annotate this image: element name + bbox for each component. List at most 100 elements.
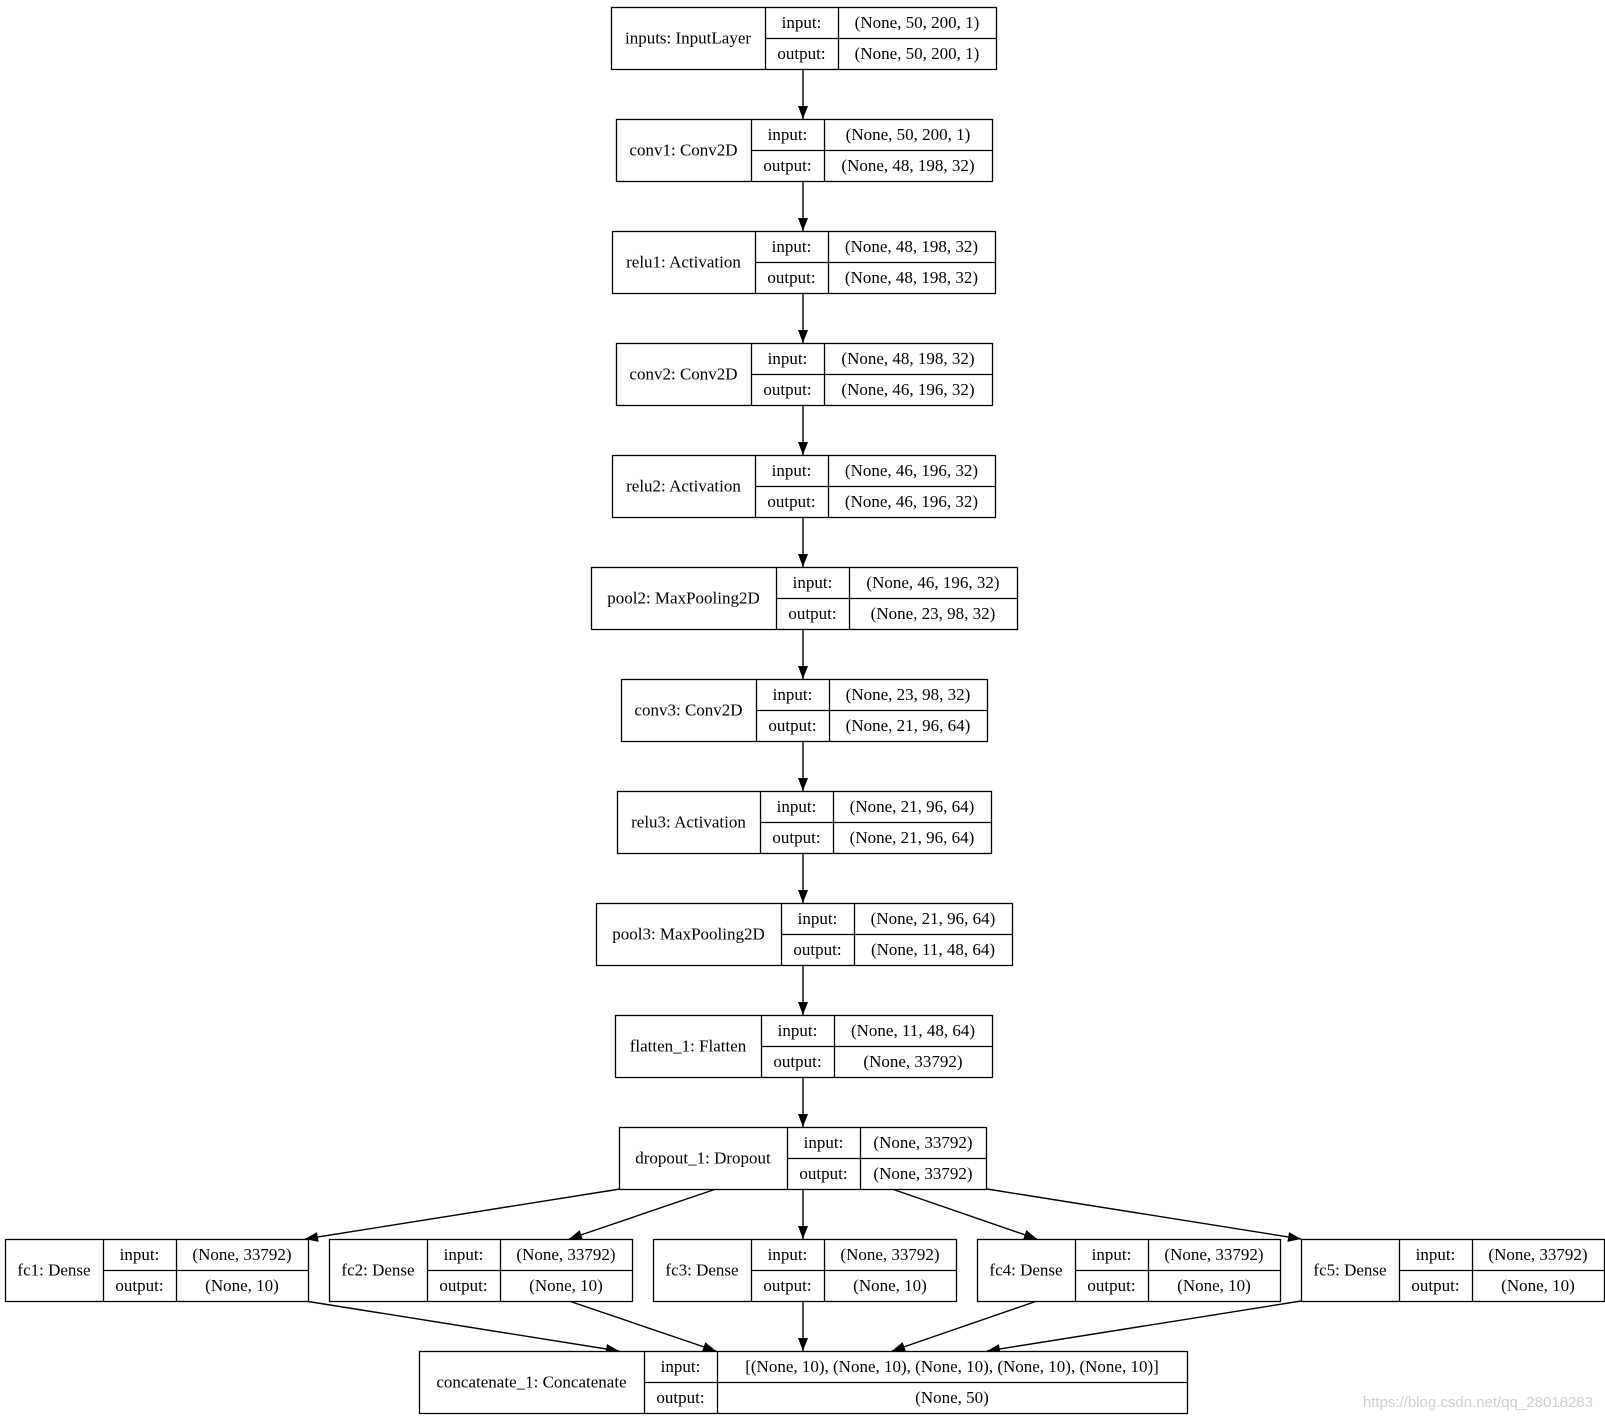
input-label: input:: [772, 461, 812, 480]
output-shape: (None, 23, 98, 32): [871, 604, 996, 623]
input-shape: [(None, 10), (None, 10), (None, 10), (No…: [745, 1357, 1159, 1376]
layer-node-fc1: fc1: Dense input: output: (None, 33792) (Non…: [4, 1238, 310, 1303]
layer-name: relu2: Activation: [626, 477, 741, 496]
input-label: input:: [444, 1245, 484, 1264]
output-label: output:: [767, 492, 815, 511]
input-shape: (None, 50, 200, 1): [855, 13, 980, 32]
input-label: input:: [798, 909, 838, 928]
output-shape: (None, 11, 48, 64): [871, 940, 995, 959]
output-shape: (None, 48, 198, 32): [841, 156, 974, 175]
watermark: https://blog.csdn.net/qq_28018283: [1362, 1394, 1593, 1411]
output-label: output:: [777, 44, 825, 63]
input-label: input:: [768, 349, 808, 368]
input-shape: (None, 33792): [1164, 1245, 1263, 1264]
layer-name: pool3: MaxPooling2D: [612, 925, 765, 944]
layer-name: fc1: Dense: [17, 1261, 90, 1280]
output-label: output:: [767, 268, 815, 287]
edge-dropout_1-to-fc4: [891, 1188, 1038, 1240]
layer-name: fc5: Dense: [1313, 1261, 1386, 1280]
layer-node-concatenate_1: concatenate_1: Concatenate input: output: […: [418, 1350, 1189, 1415]
input-label: input:: [661, 1357, 701, 1376]
layer-node-conv2: conv2: Conv2D input: output: (None, 48, 198…: [615, 342, 994, 407]
output-label: output:: [763, 1276, 811, 1295]
input-label: input:: [768, 125, 808, 144]
output-shape: (None, 48, 198, 32): [845, 268, 978, 287]
output-shape: (None, 50, 200, 1): [855, 44, 980, 63]
output-shape: (None, 10): [853, 1276, 927, 1295]
layer-name: fc3: Dense: [665, 1261, 738, 1280]
input-shape: (None, 33792): [192, 1245, 291, 1264]
output-label: output:: [768, 716, 816, 735]
input-shape: (None, 23, 98, 32): [846, 685, 971, 704]
output-label: output:: [773, 1052, 821, 1071]
layer-name: flatten_1: Flatten: [630, 1037, 747, 1056]
input-shape: (None, 21, 96, 64): [871, 909, 996, 928]
output-shape: (None, 50): [915, 1388, 989, 1407]
output-label: output:: [656, 1388, 704, 1407]
input-shape: (None, 48, 198, 32): [845, 237, 978, 256]
input-shape: (None, 46, 196, 32): [845, 461, 978, 480]
output-shape: (None, 21, 96, 64): [850, 828, 975, 847]
output-label: output:: [115, 1276, 163, 1295]
output-label: output:: [793, 940, 841, 959]
output-shape: (None, 33792): [863, 1052, 962, 1071]
layer-node-flatten_1: flatten_1: Flatten input: output: (None, 11…: [614, 1014, 994, 1079]
output-shape: (None, 10): [205, 1276, 279, 1295]
layer-node-conv1: conv1: Conv2D input: output: (None, 50, 200…: [615, 118, 994, 183]
edge-dropout_1-to-fc5: [986, 1188, 1302, 1242]
output-shape: (None, 10): [1177, 1276, 1251, 1295]
input-label: input:: [1092, 1245, 1132, 1264]
input-label: input:: [768, 1245, 808, 1264]
layer-name: relu1: Activation: [626, 253, 741, 272]
output-label: output:: [1411, 1276, 1459, 1295]
edge-fc5-to-concatenate_1: [986, 1300, 1302, 1354]
edge-fc1-to-concatenate_1: [304, 1300, 620, 1354]
input-label: input:: [778, 1021, 818, 1040]
layer-name: concatenate_1: Concatenate: [436, 1373, 626, 1392]
edges: [304, 69, 1302, 1354]
output-shape: (None, 46, 196, 32): [845, 492, 978, 511]
input-label: input:: [793, 573, 833, 592]
edge-fc2-to-concatenate_1: [568, 1300, 717, 1352]
input-label: input:: [782, 13, 822, 32]
layer-node-pool3: pool3: MaxPooling2D input: output: (None, 2…: [595, 902, 1014, 967]
edge-dropout_1-to-fc2: [568, 1188, 717, 1240]
input-shape: (None, 33792): [1488, 1245, 1587, 1264]
output-label: output:: [788, 604, 836, 623]
input-label: input:: [772, 237, 812, 256]
output-label: output:: [799, 1164, 847, 1183]
layer-name: conv2: Conv2D: [629, 365, 737, 384]
input-shape: (None, 48, 198, 32): [841, 349, 974, 368]
layer-name: fc4: Dense: [989, 1261, 1062, 1280]
input-shape: (None, 11, 48, 64): [851, 1021, 975, 1040]
output-shape: (None, 10): [1501, 1276, 1575, 1295]
layer-name: conv1: Conv2D: [629, 141, 737, 160]
output-label: output:: [763, 156, 811, 175]
output-label: output:: [439, 1276, 487, 1295]
layer-name: relu3: Activation: [631, 813, 746, 832]
layer-node-relu2: relu2: Activation input: output: (None, 46,…: [611, 454, 997, 519]
output-shape: (None, 33792): [873, 1164, 972, 1183]
input-label: input:: [1416, 1245, 1456, 1264]
output-shape: (None, 46, 196, 32): [841, 380, 974, 399]
layer-node-pool2: pool2: MaxPooling2D input: output: (None, 4…: [590, 566, 1019, 631]
layer-node-relu1: relu1: Activation input: output: (None, 48,…: [611, 230, 997, 295]
output-shape: (None, 10): [529, 1276, 603, 1295]
layer-node-fc5: fc5: Dense input: output: (None, 33792) (Non…: [1300, 1238, 1605, 1303]
output-shape: (None, 21, 96, 64): [846, 716, 971, 735]
input-shape: (None, 21, 96, 64): [850, 797, 975, 816]
input-label: input:: [804, 1133, 844, 1152]
input-shape: (None, 46, 196, 32): [866, 573, 999, 592]
input-label: input:: [120, 1245, 160, 1264]
layer-name: pool2: MaxPooling2D: [607, 589, 760, 608]
output-label: output:: [763, 380, 811, 399]
input-shape: (None, 50, 200, 1): [846, 125, 971, 144]
layer-name: fc2: Dense: [341, 1261, 414, 1280]
